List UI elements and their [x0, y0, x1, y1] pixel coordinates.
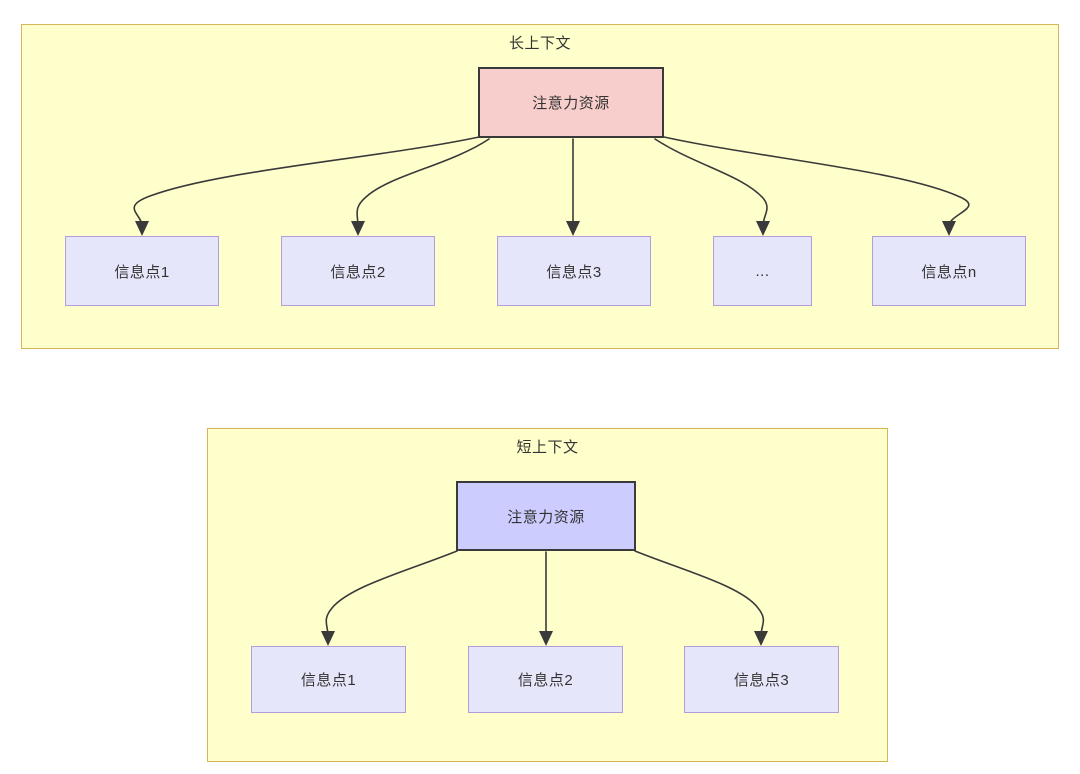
node-short-context-info-3[interactable]: 信息点3: [684, 646, 839, 713]
node-label: 注意力资源: [532, 95, 610, 112]
node-label: 信息点3: [733, 672, 790, 689]
node-label: 信息点2: [330, 263, 386, 281]
node-long-context-info-2[interactable]: 信息点2: [281, 236, 435, 306]
node-label: 注意力资源: [507, 508, 585, 526]
node-long-context-attention-resource[interactable]: 注意力资源: [478, 67, 664, 138]
node-long-context-info-3[interactable]: 信息点3: [497, 236, 651, 306]
node-short-context-attention-resource[interactable]: 注意力资源: [456, 481, 636, 551]
node-label: 信息点1: [114, 263, 170, 281]
node-short-context-info-2[interactable]: 信息点2: [468, 646, 623, 713]
node-long-context-info-1[interactable]: 信息点1: [65, 236, 219, 306]
panel-long-context-title: 长上下文: [508, 35, 571, 52]
node-label: 信息点1: [300, 672, 357, 689]
node-short-context-info-1[interactable]: 信息点1: [251, 646, 406, 713]
node-label: 信息点n: [921, 263, 977, 281]
node-label: 信息点3: [546, 263, 602, 281]
node-long-context-info-ellipsis[interactable]: ...: [713, 236, 812, 306]
node-label: ...: [755, 262, 770, 280]
panel-short-context-title: 短上下文: [516, 439, 579, 456]
node-label: 信息点2: [517, 672, 574, 689]
node-long-context-info-n[interactable]: 信息点n: [872, 236, 1026, 306]
